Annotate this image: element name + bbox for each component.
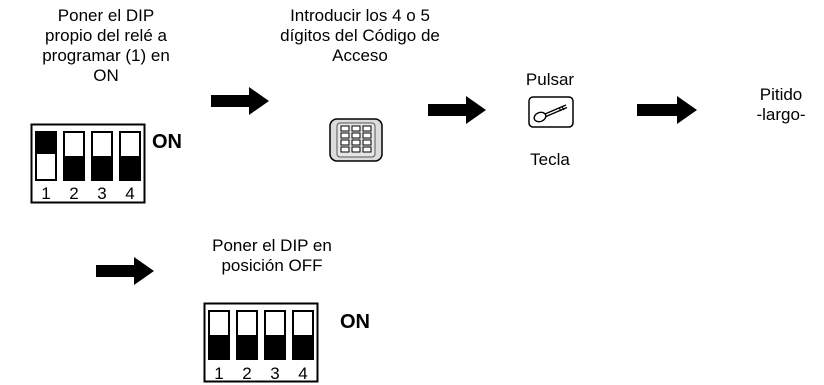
- step5-instruction: Poner el DIP en posición OFF: [212, 236, 332, 275]
- on-label: ON: [340, 311, 370, 333]
- switch-number: 4: [125, 184, 134, 203]
- on-label: ON: [152, 131, 182, 153]
- switch-number: 3: [270, 364, 279, 383]
- keypad-icon: [329, 118, 383, 162]
- arrow-right-icon: [428, 96, 486, 124]
- switch-number: 2: [242, 364, 251, 383]
- switch-number: 3: [97, 184, 106, 203]
- arrow-right-icon: [637, 96, 697, 124]
- switch-number: 1: [41, 184, 50, 203]
- arrow-right-icon: [96, 257, 154, 285]
- dip-switch-off-group: 1 2 3 4: [203, 302, 323, 384]
- key-icon: [528, 96, 574, 128]
- dip-switch-on-group: 1 2 3 4: [30, 123, 230, 205]
- step2-instruction: Introducir los 4 o 5 dígitos del Código …: [280, 6, 440, 65]
- long-beep-text: Pitido -largo-: [756, 85, 806, 124]
- press-label: Pulsar: [525, 70, 575, 89]
- switch-number: 2: [69, 184, 78, 203]
- arrow-right-icon: [211, 87, 269, 115]
- switch-number: 1: [214, 364, 223, 383]
- key-label: Tecla: [530, 150, 570, 169]
- step1-instruction: Poner el DIP propio del relé a programar…: [42, 6, 170, 85]
- dip-switch-icon: 1 2 3 4: [203, 302, 319, 383]
- switch-number: 4: [298, 364, 307, 383]
- dip-switch-icon: 1 2 3 4: [30, 123, 146, 204]
